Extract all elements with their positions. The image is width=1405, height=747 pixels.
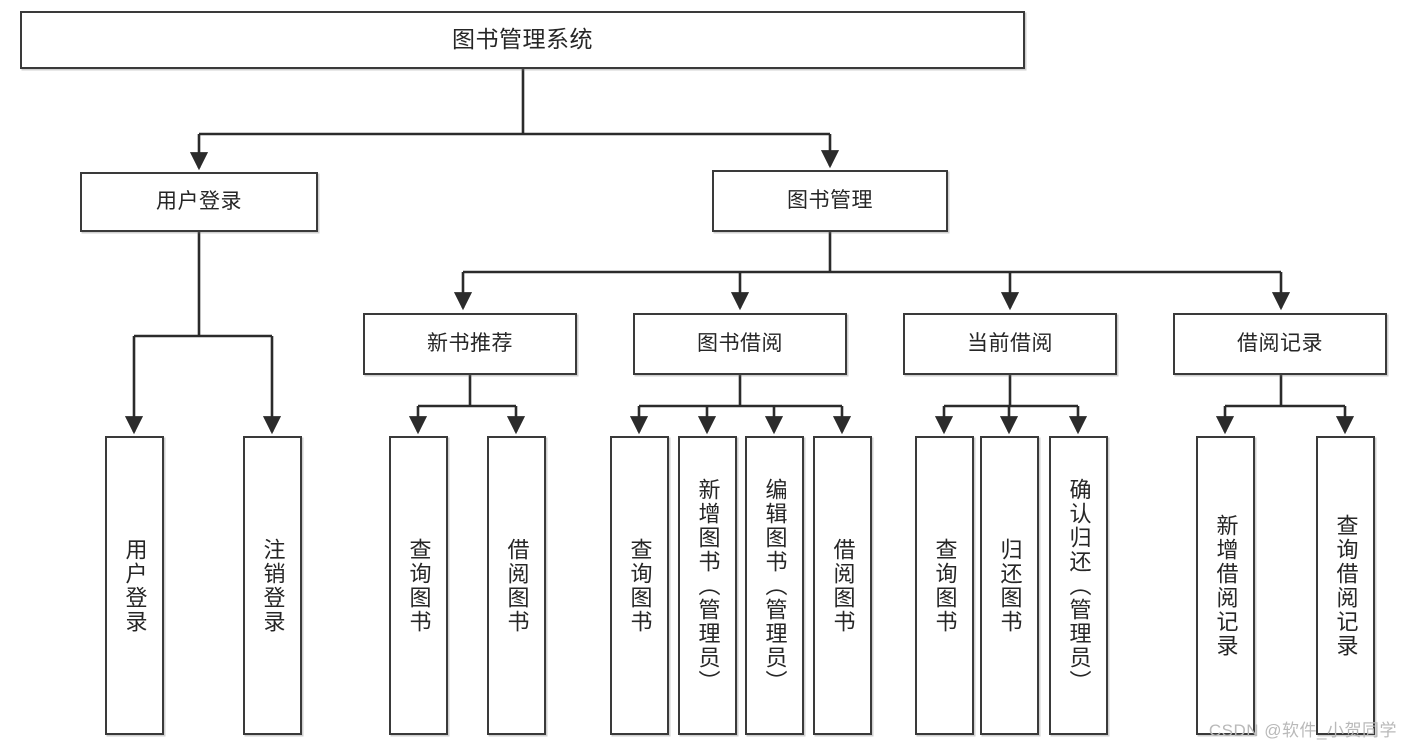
node-leaf-add-book-admin[interactable]: 新增图书（管理员） [678,436,737,735]
node-leaf-query-book-recommend[interactable]: 查询图书 [389,436,448,735]
node-leaf-logout[interactable]: 注销登录 [243,436,302,735]
node-leaf-query-book-current[interactable]: 查询图书 [915,436,974,735]
node-current-borrow[interactable]: 当前借阅 [903,313,1117,375]
node-leaf-borrow-book-label: 借阅图书 [830,537,856,634]
node-leaf-logout-label: 注销登录 [260,537,286,634]
node-borrow-records-label: 借阅记录 [1237,331,1323,355]
node-leaf-query-borrow-record[interactable]: 查询借阅记录 [1316,436,1375,735]
csdn-watermark: CSDN @软件_小贺同学 [1208,721,1397,740]
node-leaf-borrow-book-recommend-label: 借阅图书 [504,537,530,634]
node-leaf-query-borrow-record-label: 查询借阅记录 [1333,513,1359,658]
node-current-borrow-label: 当前借阅 [967,331,1053,355]
node-new-book-recommend[interactable]: 新书推荐 [363,313,577,375]
node-book-borrow[interactable]: 图书借阅 [633,313,847,375]
node-leaf-query-book-current-label: 查询图书 [932,537,958,634]
node-leaf-add-book-admin-label: 新增图书（管理员） [695,477,721,694]
node-leaf-return-book-label: 归还图书 [997,537,1023,634]
node-book-management[interactable]: 图书管理 [712,170,948,232]
node-leaf-edit-book-admin[interactable]: 编辑图书（管理员） [745,436,804,735]
node-leaf-return-book[interactable]: 归还图书 [980,436,1039,735]
node-leaf-confirm-return-admin-label: 确认归还（管理员） [1066,477,1092,694]
node-leaf-query-book-borrow[interactable]: 查询图书 [610,436,669,735]
node-leaf-user-login-label: 用户登录 [122,537,148,634]
node-leaf-add-borrow-record-label: 新增借阅记录 [1213,513,1239,658]
node-root[interactable]: 图书管理系统 [20,11,1025,69]
node-book-management-label: 图书管理 [787,188,873,212]
node-user-login-label: 用户登录 [156,189,242,213]
node-leaf-query-book-borrow-label: 查询图书 [627,537,653,634]
node-leaf-borrow-book-recommend[interactable]: 借阅图书 [487,436,546,735]
node-leaf-edit-book-admin-label: 编辑图书（管理员） [762,477,788,694]
node-leaf-add-borrow-record[interactable]: 新增借阅记录 [1196,436,1255,735]
node-leaf-confirm-return-admin[interactable]: 确认归还（管理员） [1049,436,1108,735]
node-user-login[interactable]: 用户登录 [80,172,318,232]
node-new-book-recommend-label: 新书推荐 [427,331,513,355]
node-leaf-borrow-book[interactable]: 借阅图书 [813,436,872,735]
node-book-borrow-label: 图书借阅 [697,331,783,355]
node-leaf-user-login[interactable]: 用户登录 [105,436,164,735]
node-leaf-query-book-recommend-label: 查询图书 [406,537,432,634]
node-root-label: 图书管理系统 [452,26,593,53]
node-borrow-records[interactable]: 借阅记录 [1173,313,1387,375]
